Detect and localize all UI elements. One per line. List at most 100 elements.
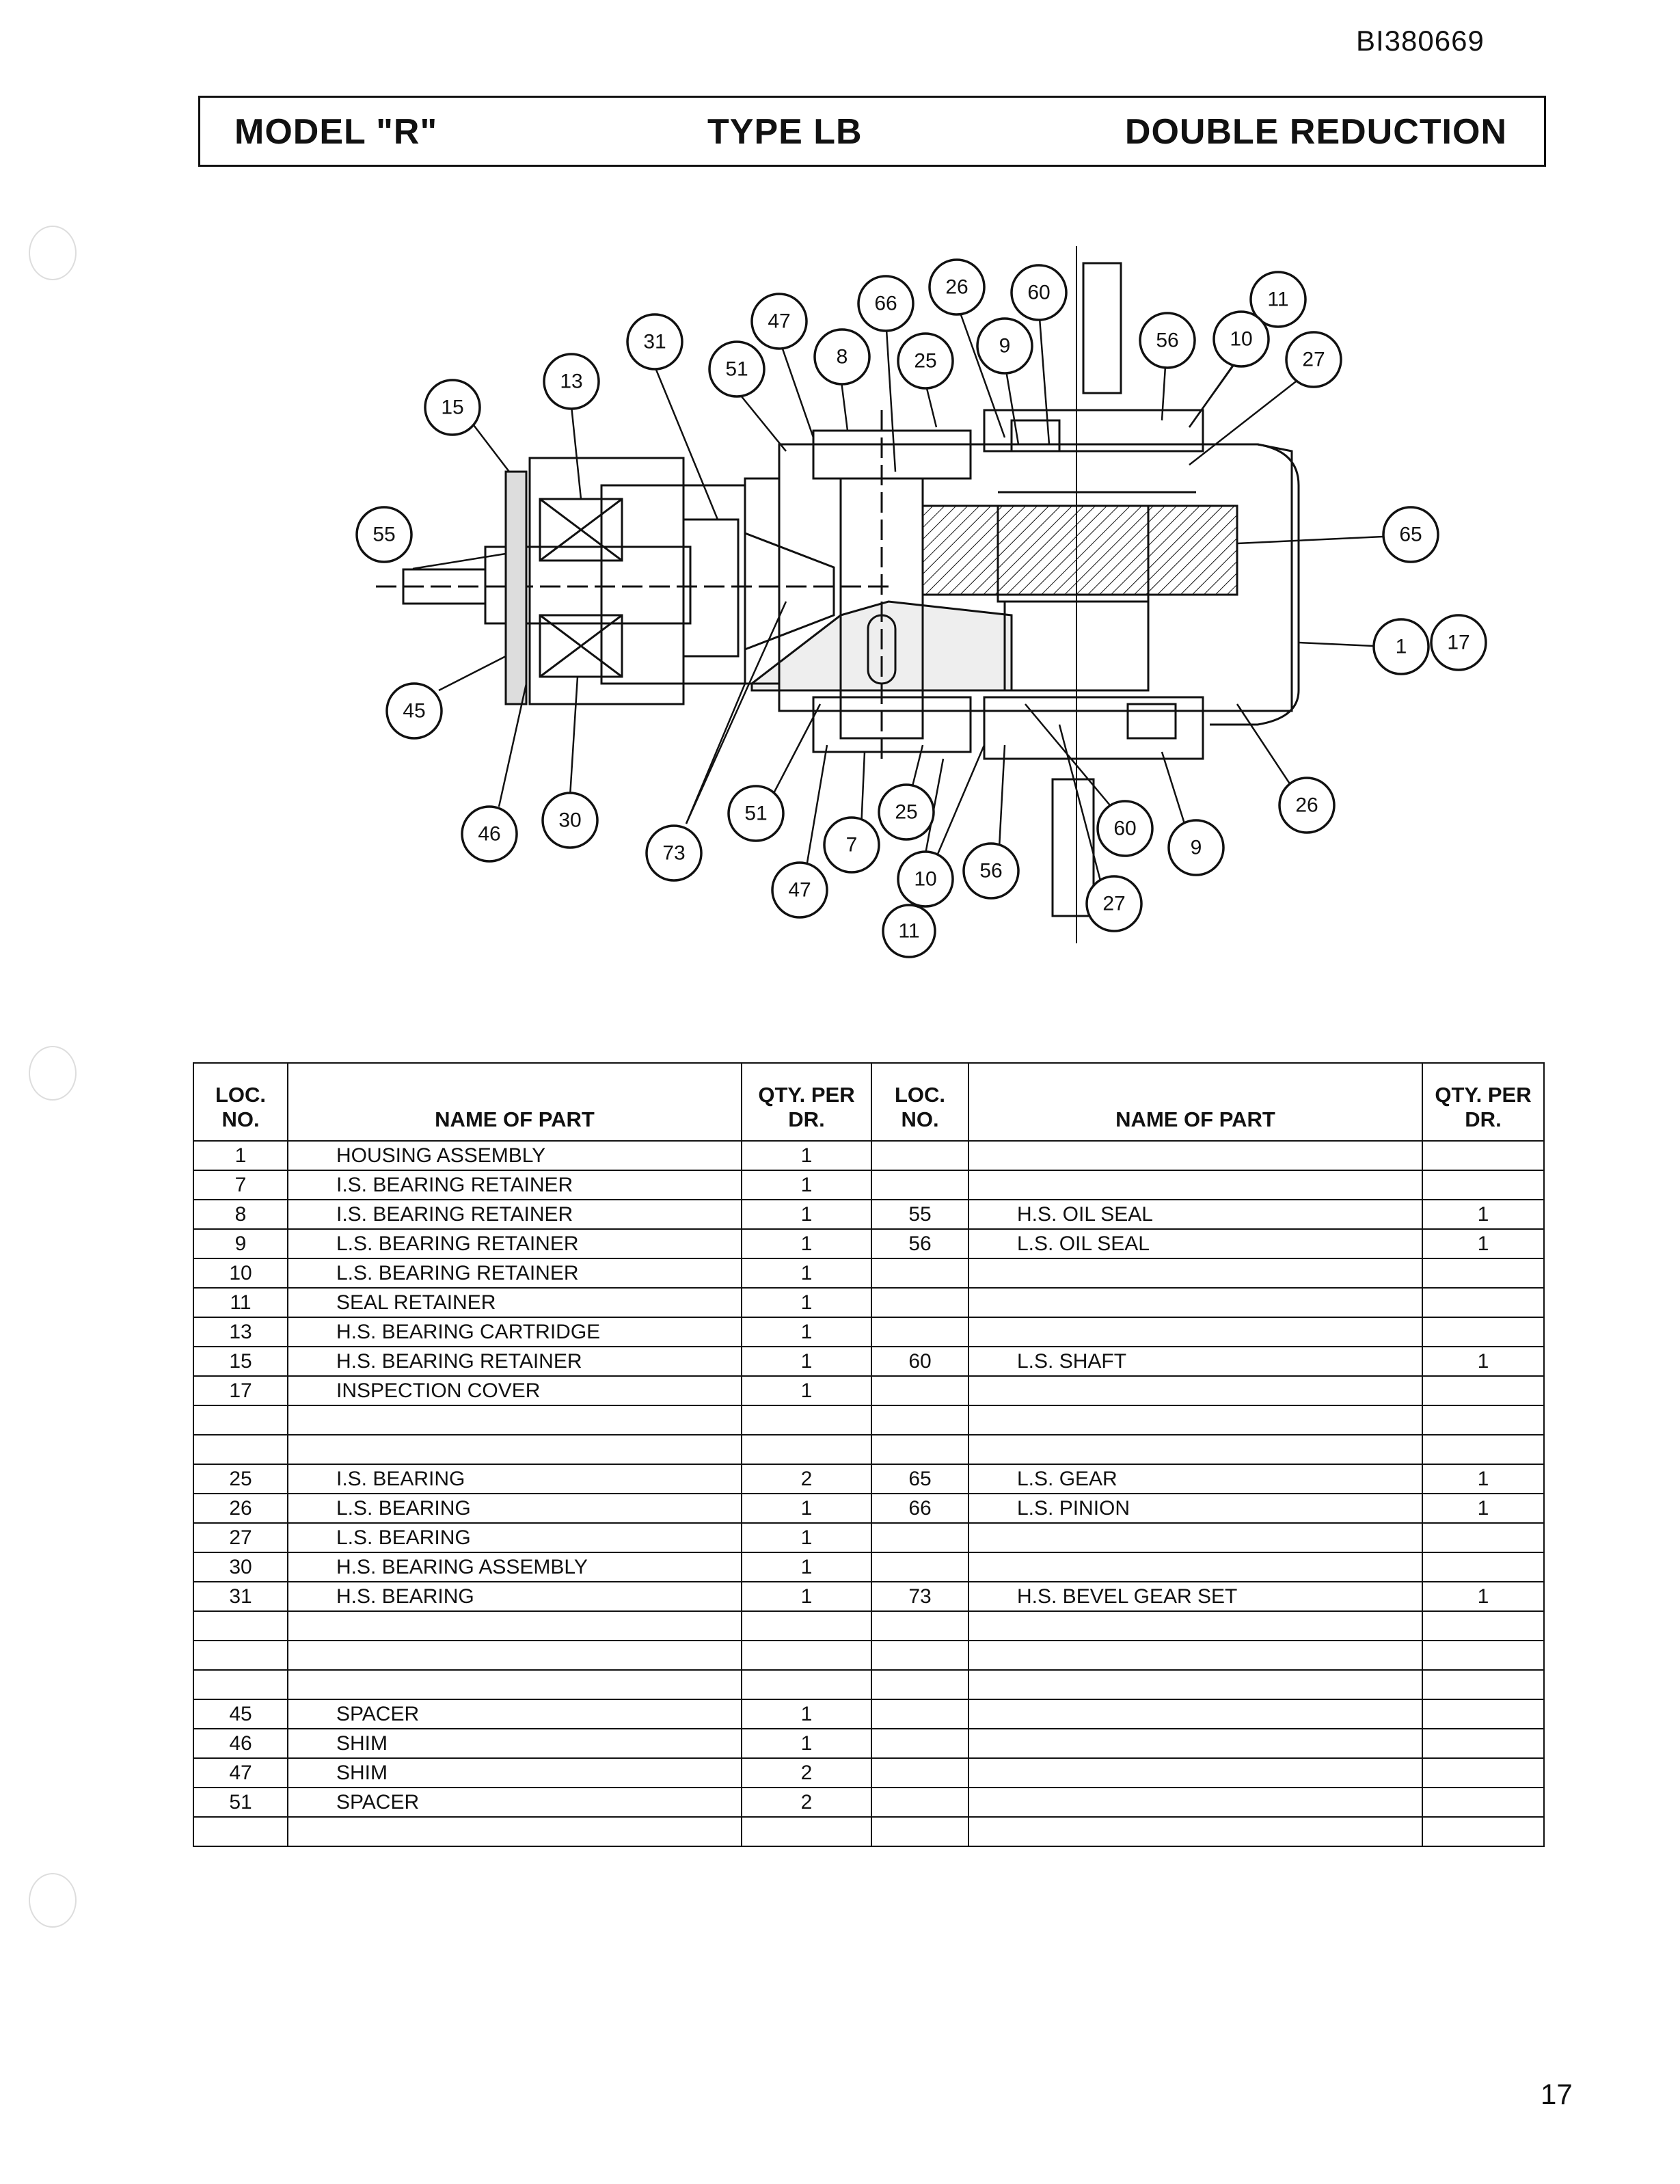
part-name-cell-2 [968, 1375, 1423, 1406]
punch-hole-middle [29, 1046, 77, 1101]
qty-cell [741, 1405, 872, 1435]
qty-cell-2: 1 [1422, 1464, 1545, 1494]
qty-cell: 1 [741, 1699, 872, 1729]
loc-no-cell: 30 [193, 1552, 288, 1582]
loc-no-cell-2 [871, 1522, 969, 1553]
callout-label: 47 [788, 879, 811, 902]
loc-no-cell-2: 60 [871, 1346, 969, 1377]
callout-balloons: 15 13 31 47 51 66 8 26 25 60 9 56 11 10 … [355, 258, 1487, 958]
part-name-cell [287, 1405, 742, 1435]
callout-label: 47 [768, 310, 790, 333]
callout-balloon: 1 [1372, 618, 1430, 675]
loc-no-cell: 46 [193, 1728, 288, 1759]
callout-balloon: 15 [424, 379, 481, 436]
qty-cell-2: 1 [1422, 1228, 1545, 1259]
loc-no-cell-2 [871, 1140, 969, 1171]
punch-hole-bottom [29, 1873, 77, 1928]
loc-no-cell-2 [871, 1669, 969, 1700]
part-name-cell: H.S. BEARING ASSEMBLY [287, 1552, 742, 1582]
callout-label: 26 [1295, 794, 1318, 817]
callout-label: 73 [662, 842, 685, 865]
callout-balloon: 17 [1430, 614, 1487, 671]
part-name-cell-2 [968, 1405, 1423, 1435]
callout-label: 25 [914, 350, 936, 373]
callout-balloon: 60 [1010, 264, 1068, 321]
qty-cell-2 [1422, 1699, 1545, 1729]
qty-cell: 2 [741, 1787, 872, 1818]
callout-balloon: 55 [355, 506, 413, 563]
part-name-cell: L.S. BEARING RETAINER [287, 1228, 742, 1259]
part-name-cell-2 [968, 1640, 1423, 1671]
part-name-cell-2 [968, 1669, 1423, 1700]
loc-no-cell-2 [871, 1640, 969, 1671]
callout-label: 46 [478, 823, 500, 846]
loc-no-cell-2: 56 [871, 1228, 969, 1259]
callout-balloon: 13 [543, 353, 600, 410]
part-name-cell-2 [968, 1287, 1423, 1318]
callout-label: 7 [846, 834, 858, 857]
part-name-cell [287, 1610, 742, 1641]
callout-label: 51 [744, 803, 767, 825]
callout-label: 26 [945, 276, 968, 299]
callout-label: 55 [372, 524, 395, 546]
part-name-cell-2 [968, 1317, 1423, 1347]
callout-label: 17 [1447, 632, 1469, 654]
callout-balloon: 25 [897, 332, 954, 390]
callout-balloon: 8 [813, 328, 871, 386]
qty-cell-2: 1 [1422, 1199, 1545, 1230]
loc-no-cell-2 [871, 1375, 969, 1406]
qty-cell-2 [1422, 1405, 1545, 1435]
callout-balloon: 65 [1382, 506, 1439, 563]
callout-label: 10 [914, 868, 936, 891]
table-row [193, 1640, 1545, 1671]
loc-no-cell [193, 1816, 288, 1847]
loc-no-cell: 8 [193, 1199, 288, 1230]
part-name-cell [287, 1434, 742, 1465]
part-name-cell: INSPECTION COVER [287, 1375, 742, 1406]
callout-balloon: 26 [1278, 777, 1336, 834]
qty-cell: 1 [741, 1317, 872, 1347]
loc-no-cell-2 [871, 1434, 969, 1465]
loc-no-cell: 26 [193, 1493, 288, 1524]
callout-label: 30 [558, 809, 581, 832]
qty-cell-2 [1422, 1728, 1545, 1759]
part-name-cell: L.S. BEARING [287, 1522, 742, 1553]
loc-no-cell: 7 [193, 1170, 288, 1200]
qty-cell: 1 [741, 1258, 872, 1289]
part-name-cell: I.S. BEARING RETAINER [287, 1199, 742, 1230]
loc-no-cell-2 [871, 1728, 969, 1759]
callout-balloon: 10 [1212, 310, 1270, 368]
callout-label: 25 [895, 801, 917, 824]
part-name-cell-2 [968, 1816, 1423, 1847]
part-name-cell-2: L.S. GEAR [968, 1464, 1423, 1494]
loc-no-cell: 25 [193, 1464, 288, 1494]
loc-no-cell-2 [871, 1787, 969, 1818]
part-name-cell [287, 1640, 742, 1671]
qty-cell-2 [1422, 1610, 1545, 1641]
callout-label: 27 [1302, 349, 1325, 371]
qty-cell-2 [1422, 1552, 1545, 1582]
part-name-cell [287, 1816, 742, 1847]
callout-balloon: 45 [385, 682, 443, 740]
gearbox-cross-section-diagram: 15 13 31 47 51 66 8 26 25 60 9 56 11 10 … [355, 246, 1487, 958]
callout-label: 27 [1102, 893, 1125, 915]
loc-no-cell: 17 [193, 1375, 288, 1406]
loc-no-cell [193, 1405, 288, 1435]
loc-no-cell: 27 [193, 1522, 288, 1553]
loc-no-cell [193, 1610, 288, 1641]
callout-balloon: 60 [1096, 800, 1154, 857]
callout-balloon: 31 [626, 313, 683, 370]
loc-no-cell-2: 73 [871, 1581, 969, 1612]
part-name-cell: SPACER [287, 1699, 742, 1729]
